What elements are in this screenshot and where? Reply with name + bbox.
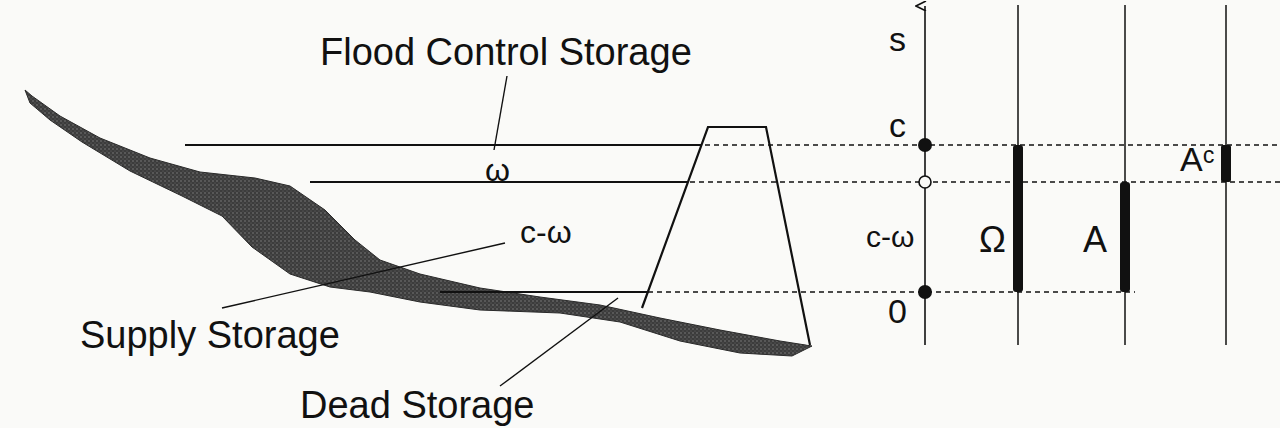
dashed-level: [612, 291, 1135, 292]
terrain: [25, 90, 812, 356]
set-bar: [1013, 145, 1023, 292]
storage-label: Dead Storage: [300, 386, 535, 424]
set-line: [1124, 5, 1126, 345]
axis-tick-label: c: [889, 108, 906, 142]
set-bar: [1120, 182, 1130, 292]
set-label: Ω: [979, 222, 1006, 258]
axis-tick-label: 0: [888, 294, 907, 328]
dashed-level: [690, 181, 1280, 182]
axis-dot: [918, 138, 932, 152]
leader-line: [494, 76, 507, 150]
leader-line: [500, 298, 618, 386]
dam: [642, 127, 810, 345]
axis-tick-label: c-ω: [866, 222, 914, 252]
zone-label: c-ω: [520, 216, 572, 248]
set-label: Aᶜ: [1180, 142, 1215, 176]
set-bar: [1221, 145, 1231, 182]
axis-open-dot: [919, 176, 931, 188]
axis-dot: [918, 285, 932, 299]
flood-level-line: [185, 144, 701, 146]
axis-label: s: [889, 22, 906, 56]
set-label: A: [1083, 222, 1107, 258]
storage-label: Flood Control Storage: [320, 33, 692, 71]
storage-label: Supply Storage: [80, 316, 340, 354]
zone-label: ω: [485, 154, 510, 186]
leader-line: [222, 243, 505, 308]
